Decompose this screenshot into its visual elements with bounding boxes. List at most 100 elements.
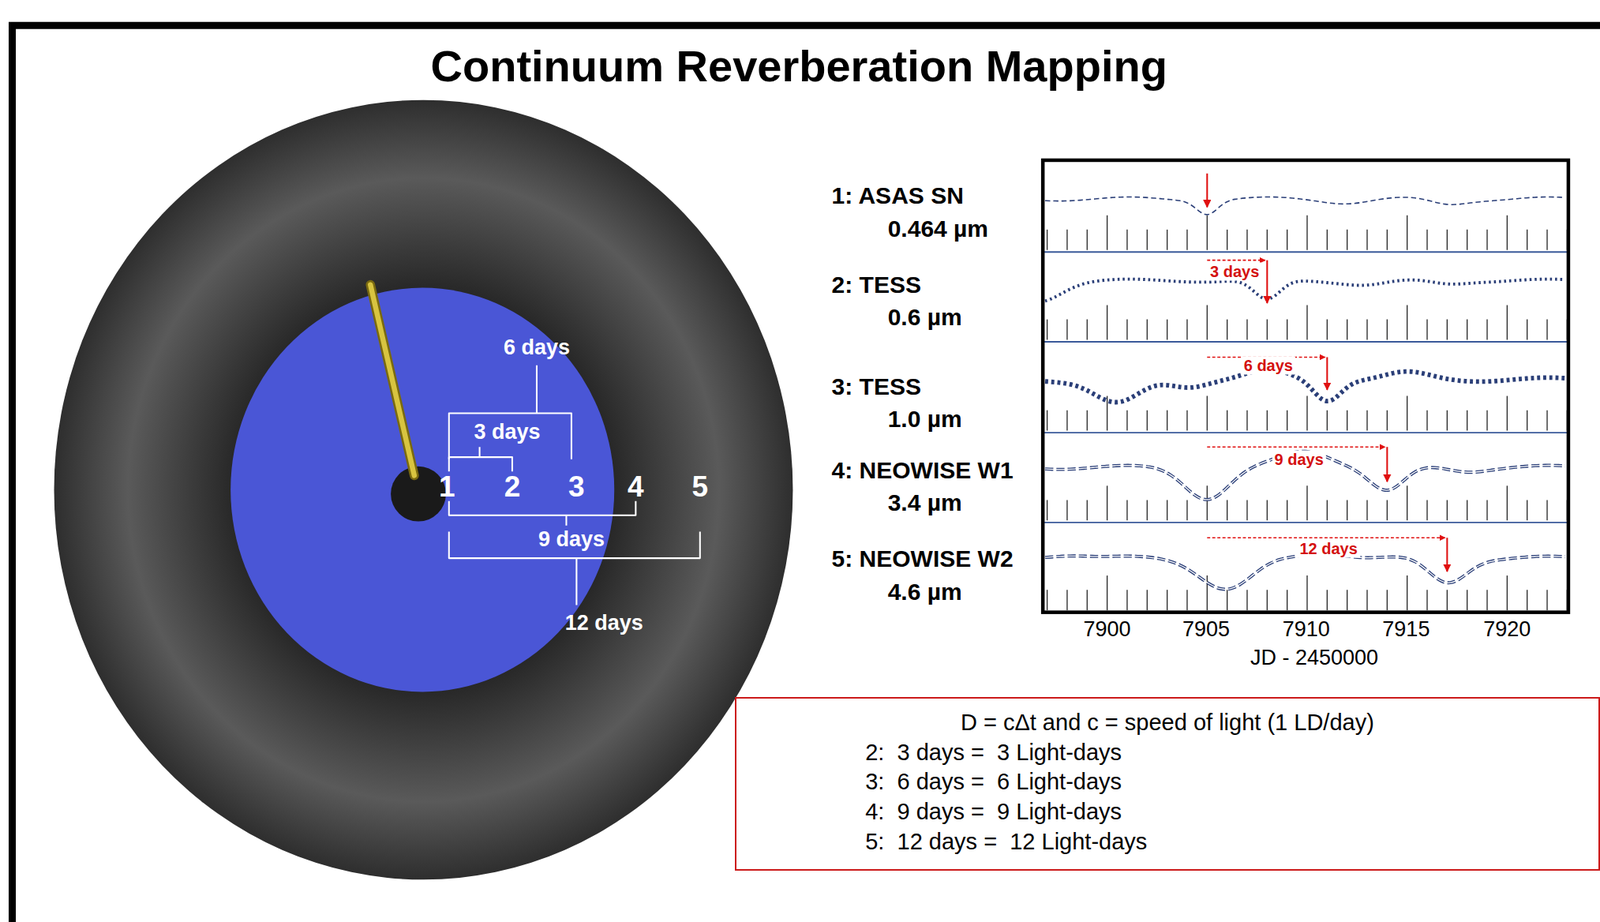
tick (1366, 229, 1368, 251)
distance-label: 6 days (503, 335, 570, 360)
tick (1366, 589, 1368, 611)
lag-arrow (1386, 446, 1388, 482)
lag-arrow (1206, 536, 1445, 539)
equation-box: D = cΔt and c = speed of light (1 LD/day… (734, 696, 1600, 871)
tick (1166, 229, 1168, 251)
tick (1406, 305, 1408, 341)
tick (1186, 229, 1188, 251)
lag-arrow (1206, 173, 1208, 208)
tick (1546, 589, 1548, 611)
tick (1446, 589, 1448, 611)
tick (1326, 499, 1328, 521)
tick (1326, 410, 1328, 431)
band-label: 2: TESS (831, 270, 922, 299)
tick (1366, 499, 1368, 521)
light-curve (1045, 554, 1566, 590)
tick (1366, 319, 1368, 341)
lag-arrow (1206, 445, 1385, 448)
tick (1486, 410, 1488, 431)
tick (1106, 485, 1108, 521)
axis-label: JD - 2450000 (1250, 645, 1379, 671)
tick (1366, 410, 1368, 431)
tick (1326, 319, 1328, 341)
bracket (449, 446, 513, 472)
tick (1066, 319, 1068, 341)
tick (1166, 410, 1168, 431)
panel-divider (1042, 521, 1569, 524)
tick (1486, 589, 1488, 611)
tick (1126, 410, 1128, 431)
panel-divider (1042, 431, 1569, 434)
lag-arrow (1326, 356, 1328, 390)
tick (1046, 499, 1048, 521)
drawing (12, 25, 1600, 922)
axis-label: 7905 (1182, 617, 1230, 642)
tick (1346, 319, 1348, 341)
light-curve (1045, 369, 1566, 402)
panel-divider (1042, 251, 1569, 253)
tick (1106, 575, 1108, 611)
tick (1206, 215, 1208, 251)
tick (1386, 499, 1388, 521)
tick (1106, 305, 1108, 341)
tick (1146, 410, 1148, 431)
tick (1546, 410, 1548, 431)
tick (1466, 229, 1468, 251)
tick (1406, 575, 1408, 611)
tick (1466, 499, 1468, 521)
band-label: 3.4 µm (888, 489, 963, 518)
tick (1266, 410, 1268, 431)
tick (1386, 319, 1388, 341)
lag-label: 9 days (1272, 449, 1327, 469)
jet (370, 284, 415, 476)
tick (1326, 229, 1328, 251)
tick (1426, 229, 1428, 251)
tick (1246, 589, 1248, 611)
tick (1206, 485, 1208, 521)
accretion-disk (230, 288, 615, 693)
tick (1266, 499, 1268, 521)
chart-area (1042, 160, 1569, 613)
band-label: 0.6 µm (888, 303, 963, 332)
tick (1066, 410, 1068, 431)
tick (1206, 396, 1208, 431)
callout-number: 1 (438, 469, 456, 504)
tick (1186, 499, 1188, 521)
tick (1506, 396, 1508, 431)
callout-number: 5 (692, 469, 709, 504)
tick (1386, 589, 1388, 611)
lag-arrow (1266, 260, 1268, 304)
tick (1306, 575, 1308, 611)
tick (1286, 229, 1288, 251)
tick (1226, 499, 1228, 521)
tick (1306, 396, 1308, 431)
tick (1046, 319, 1048, 341)
tick (1426, 589, 1428, 611)
tick (1506, 575, 1508, 611)
tick (1406, 485, 1408, 521)
tick (1186, 410, 1188, 431)
tick (1066, 499, 1068, 521)
tick (1046, 589, 1048, 611)
tick (1526, 589, 1528, 611)
tick (1286, 410, 1288, 431)
dust-torus (54, 100, 794, 881)
callout-number: 3 (568, 469, 585, 504)
band-label: 5: NEOWISE W2 (831, 545, 1014, 574)
tick (1126, 589, 1128, 611)
tick (1426, 410, 1428, 431)
tick (1086, 499, 1088, 521)
tick (1546, 319, 1548, 341)
tick (1486, 229, 1488, 251)
tick (1406, 215, 1408, 251)
tick (1266, 589, 1268, 611)
tick (1446, 499, 1448, 521)
band-label: 4: NEOWISE W1 (831, 457, 1014, 485)
tick (1086, 589, 1088, 611)
light-curve (1045, 554, 1566, 590)
tick (1186, 589, 1188, 611)
tick (1506, 215, 1508, 251)
tick (1246, 499, 1248, 521)
tick (1506, 485, 1508, 521)
